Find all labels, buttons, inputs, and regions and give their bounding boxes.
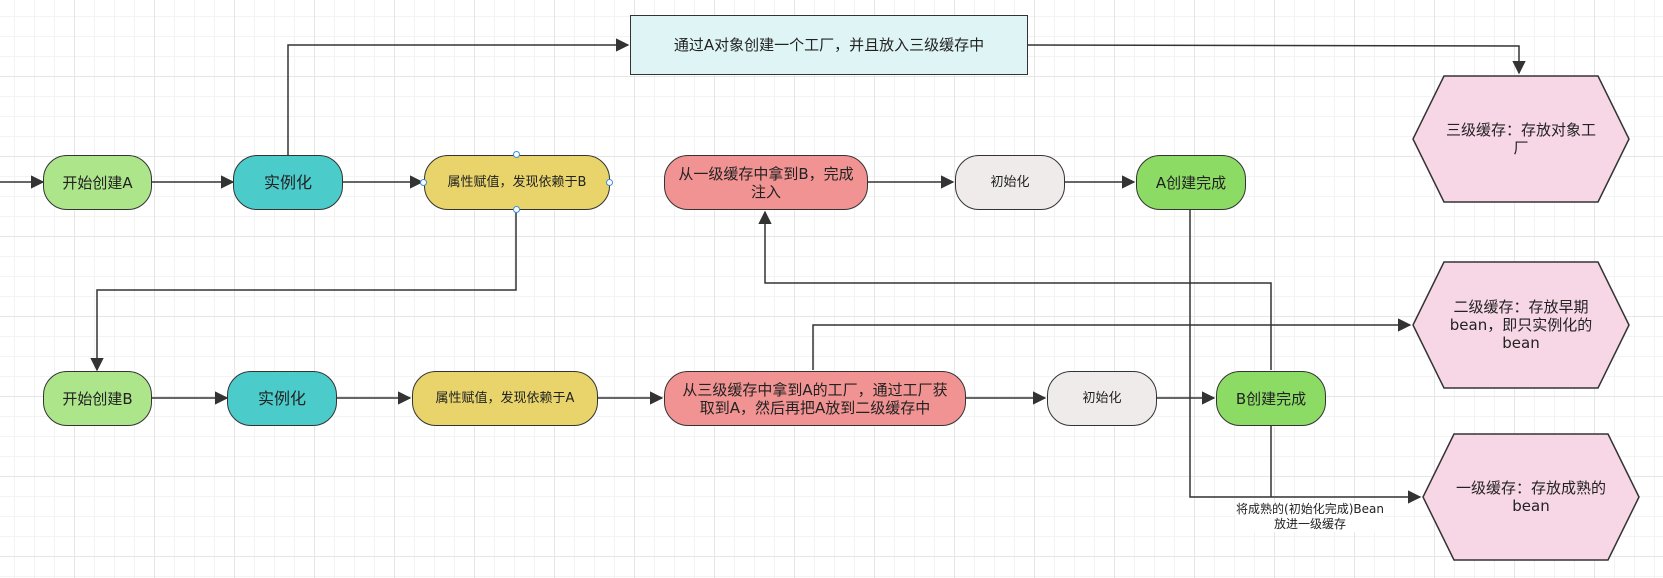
node-label: B创建完成 bbox=[1235, 389, 1307, 408]
hexagon-shape bbox=[1422, 433, 1640, 561]
edge-get-a-cache2 bbox=[812, 318, 1412, 370]
node-property-assign-b[interactable]: 属性赋值，发现依赖于A bbox=[412, 371, 598, 426]
node-label: 实例化 bbox=[257, 388, 306, 408]
hex-level2-cache[interactable]: 二级缓存：存放早期bean，即只实例化的bean bbox=[1412, 261, 1630, 389]
node-a-done[interactable]: A创建完成 bbox=[1136, 155, 1246, 210]
hex-label: 二级缓存：存放早期bean，即只实例化的bean bbox=[1449, 298, 1593, 352]
edge-done-a-cache1 bbox=[1189, 210, 1422, 504]
node-label: 属性赋值，发现依赖于B bbox=[447, 174, 587, 190]
edge-factory-cache3 bbox=[1026, 44, 1526, 75]
hexagon-shape bbox=[1412, 261, 1630, 389]
node-label: 属性赋值，发现依赖于A bbox=[435, 390, 575, 406]
selection-handle-top[interactable] bbox=[513, 151, 520, 158]
node-label: A创建完成 bbox=[1155, 173, 1227, 192]
node-property-assign-a[interactable]: 属性赋值，发现依赖于B bbox=[424, 155, 610, 210]
edge-label-put-level1: 将成熟的(初始化完成)Bean放进一级缓存 bbox=[1236, 502, 1384, 532]
edge-done-b-get-b bbox=[758, 210, 1272, 370]
hex-level1-cache[interactable]: 一级缓存：存放成熟的bean bbox=[1422, 433, 1640, 561]
hexagon-shape bbox=[1412, 75, 1630, 203]
node-start-create-a[interactable]: 开始创建A bbox=[43, 155, 152, 210]
node-init-b[interactable]: 初始化 bbox=[1047, 371, 1157, 426]
node-label: 从一级缓存中拿到B，完成注入 bbox=[678, 164, 854, 201]
selection-handle-bottom[interactable] bbox=[513, 206, 520, 213]
hex-label: 一级缓存：存放成熟的bean bbox=[1456, 479, 1607, 515]
node-get-b-from-level1[interactable]: 从一级缓存中拿到B，完成注入 bbox=[664, 155, 868, 210]
hex-level3-cache[interactable]: 三级缓存：存放对象工厂 bbox=[1412, 75, 1630, 203]
node-b-done[interactable]: B创建完成 bbox=[1216, 371, 1326, 426]
node-label: 初始化 bbox=[1082, 390, 1122, 406]
node-label: 通过A对象创建一个工厂，并且放入三级缓存中 bbox=[673, 36, 985, 54]
hex-label: 三级缓存：存放对象工厂 bbox=[1446, 121, 1597, 157]
selection-handle-left[interactable] bbox=[420, 179, 427, 186]
edge-prop-a-start-b bbox=[90, 210, 517, 372]
selection-handle-right[interactable] bbox=[606, 179, 613, 186]
edge-inst-a-factory bbox=[287, 38, 630, 155]
node-instantiate-a[interactable]: 实例化 bbox=[233, 155, 343, 210]
node-start-create-b[interactable]: 开始创建B bbox=[43, 371, 152, 426]
node-label: 初始化 bbox=[990, 174, 1030, 190]
node-instantiate-b[interactable]: 实例化 bbox=[227, 371, 337, 426]
node-get-a-factory-from-level3[interactable]: 从三级缓存中拿到A的工厂，通过工厂获取到A，然后再把A放到二级缓存中 bbox=[664, 371, 966, 426]
node-init-a[interactable]: 初始化 bbox=[955, 155, 1065, 210]
node-label: 从三级缓存中拿到A的工厂，通过工厂获取到A，然后再把A放到二级缓存中 bbox=[682, 380, 948, 417]
node-label: 实例化 bbox=[263, 172, 312, 192]
node-label: 开始创建B bbox=[62, 389, 133, 408]
node-label: 开始创建A bbox=[62, 173, 133, 192]
node-create-factory[interactable]: 通过A对象创建一个工厂，并且放入三级缓存中 bbox=[630, 15, 1028, 75]
